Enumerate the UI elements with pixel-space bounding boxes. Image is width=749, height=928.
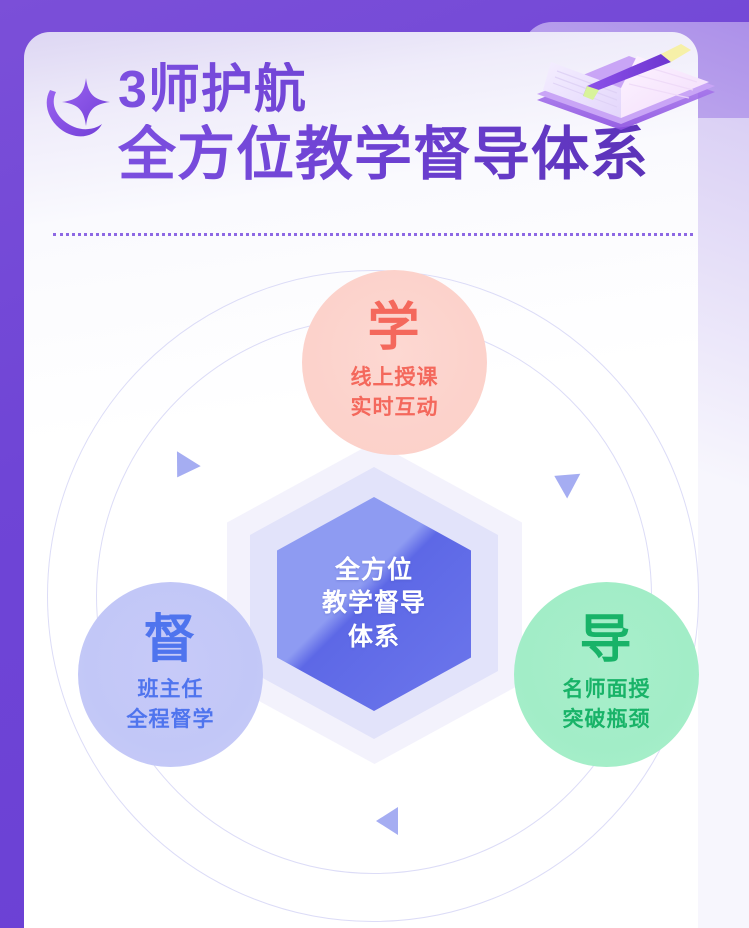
diagram-ring-outer — [47, 270, 699, 922]
node-guide-subtitle: 名师面授 突破瓶颈 — [563, 675, 651, 735]
node-study-title: 学 — [367, 299, 422, 358]
header: 3师护航 全方位教学督导体系 — [0, 0, 749, 250]
supervision-diagram: 全方位 教学督导 体系 学 线上授课 实时互动 督 班主任 全程督学 导 名师面… — [24, 252, 724, 922]
node-supervise[interactable]: 督 班主任 全程督学 — [78, 582, 263, 767]
center-line-3: 体系 — [347, 622, 400, 651]
notebook-pen-icon — [525, 38, 725, 148]
node-supervise-title: 督 — [143, 611, 198, 670]
node-study-sub-line-2: 实时互动 — [350, 396, 439, 419]
node-supervise-subtitle: 班主任 全程督学 — [127, 675, 215, 735]
node-guide-sub-line-2: 突破瓶颈 — [562, 708, 651, 731]
center-line-2: 教学督导 — [321, 589, 426, 618]
node-guide-sub-line-1: 名师面授 — [562, 678, 651, 702]
node-guide-title: 导 — [579, 611, 634, 670]
node-study[interactable]: 学 线上授课 实时互动 — [302, 270, 487, 455]
node-guide[interactable]: 导 名师面授 突破瓶颈 — [514, 582, 699, 767]
title-line-2: 全方位教学督导体系 — [118, 122, 650, 188]
flow-arrow-bottom — [376, 807, 398, 835]
hexagon-layer-core — [277, 497, 471, 711]
node-supervise-sub-line-2: 全程督学 — [126, 708, 215, 731]
title-line-1: 3师护航 — [118, 62, 649, 118]
sparkle-orbit-icon — [42, 74, 124, 146]
page-title: 3师护航 全方位教学督导体系 — [118, 62, 649, 187]
hexagon-center-label: 全方位 教学督导 体系 — [277, 497, 471, 711]
node-study-sub-line-1: 线上授课 — [350, 366, 439, 390]
node-study-subtitle: 线上授课 实时互动 — [351, 363, 439, 423]
header-divider — [53, 233, 693, 236]
center-line-1: 全方位 — [334, 556, 413, 585]
node-supervise-sub-line-1: 班主任 — [137, 678, 204, 702]
